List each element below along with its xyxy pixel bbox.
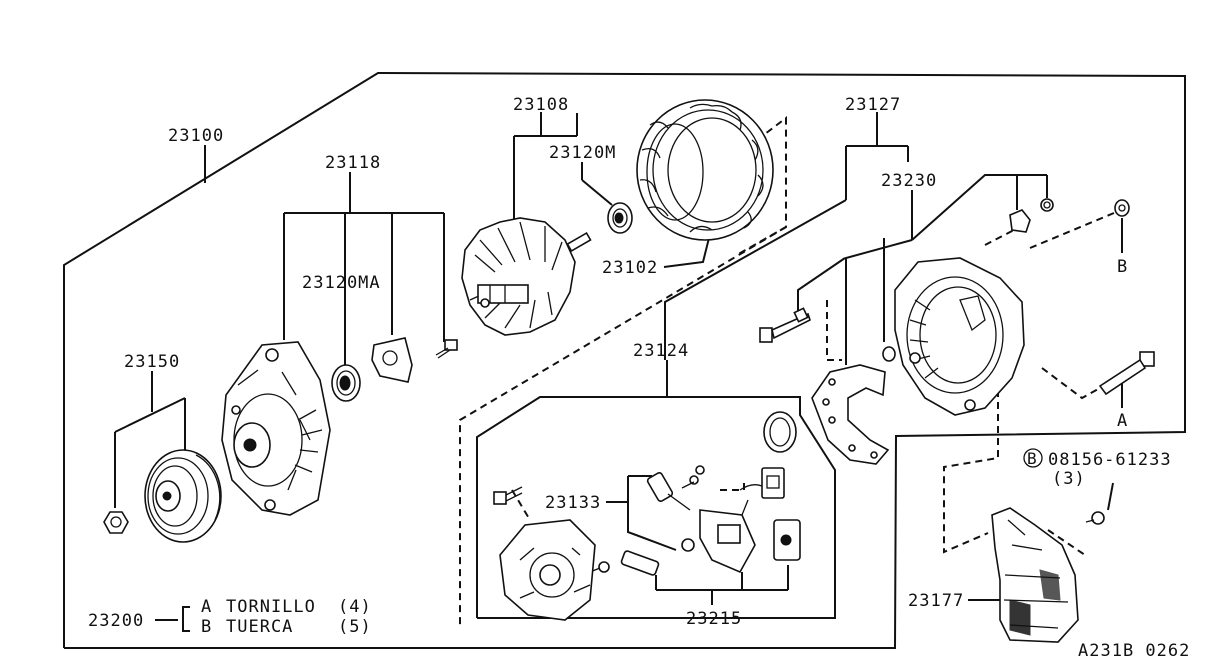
rear-cover-shield (991, 507, 1079, 643)
diode-washer (882, 346, 896, 362)
dash-diode (826, 300, 842, 361)
legend-b-key: B (201, 617, 212, 637)
label-23124: 23124 (633, 341, 689, 361)
pulley-nut (103, 511, 129, 534)
label-23118: 23118 (325, 153, 381, 173)
label-23200: 23200 (88, 611, 144, 631)
through-bolt-right (1098, 351, 1155, 396)
brush-end-plate (499, 519, 596, 621)
label-23120MA: 23120MA (302, 273, 381, 293)
brush-holder-parts (646, 465, 801, 574)
retainer-screw (435, 339, 458, 359)
leader-23215 (655, 478, 789, 605)
pulley (144, 449, 222, 543)
front-housing (221, 341, 331, 516)
label-23102: 23102 (602, 258, 658, 278)
b-nut (1114, 199, 1130, 217)
diagram-id: A231B 0262 (1078, 641, 1190, 661)
dash-a (1041, 367, 1101, 400)
label-23100: 23100 (168, 126, 224, 146)
legend-a-text: TORNILLO (226, 597, 316, 617)
rear-housing (894, 257, 1025, 416)
label-23230: 23230 (881, 171, 937, 191)
bearing-front (607, 202, 633, 234)
leader-bolt-ref (1107, 482, 1114, 511)
dash-cover (943, 378, 999, 554)
legend-b-qty: (5) (338, 617, 372, 637)
diode-plate (811, 364, 890, 465)
label-23108: 23108 (513, 95, 569, 115)
assembly-outline (63, 71, 1186, 649)
label-23120M: 23120M (549, 143, 616, 163)
brush-holder-box (476, 396, 836, 619)
rotor (461, 217, 592, 336)
label-23133: 23133 (545, 493, 601, 513)
through-bolt-left (759, 307, 811, 343)
regulator-parts (589, 550, 660, 576)
terminal-cap (1009, 198, 1054, 233)
leader-23108 (513, 112, 613, 225)
leader-23150 (114, 371, 186, 508)
bearing-rear (331, 364, 361, 402)
bolt-ref-marker: B (1027, 449, 1038, 468)
legend-b-text: TUERCA (226, 617, 293, 637)
callout-a: A (1117, 411, 1128, 431)
legend-a-qty: (4) (338, 597, 372, 617)
stator (636, 99, 774, 241)
leader-23118 (283, 172, 445, 365)
label-bolt-ref: 08156-61233 (1048, 450, 1172, 470)
dash-cap (984, 229, 1015, 246)
dash-cover-bolt (1047, 529, 1086, 556)
label-23215: 23215 (686, 609, 742, 629)
label-23177: 23177 (908, 591, 964, 611)
holder-screw (493, 486, 523, 505)
legend-bracket (155, 606, 190, 632)
cover-bolt (1085, 511, 1105, 525)
bolt-ref-circle (1023, 448, 1043, 468)
label-bolt-ref-qty: (3) (1052, 469, 1086, 489)
label-23150: 23150 (124, 352, 180, 372)
legend-a-key: A (201, 597, 212, 617)
dash-b (1029, 212, 1115, 249)
seal-ring (763, 411, 797, 453)
leader-23133 (511, 475, 677, 551)
callout-b: B (1117, 257, 1128, 277)
dash-rotor-to-holder (459, 226, 787, 628)
leader-23127 (664, 112, 909, 360)
label-23127: 23127 (845, 95, 901, 115)
retainer-plate (371, 337, 413, 383)
